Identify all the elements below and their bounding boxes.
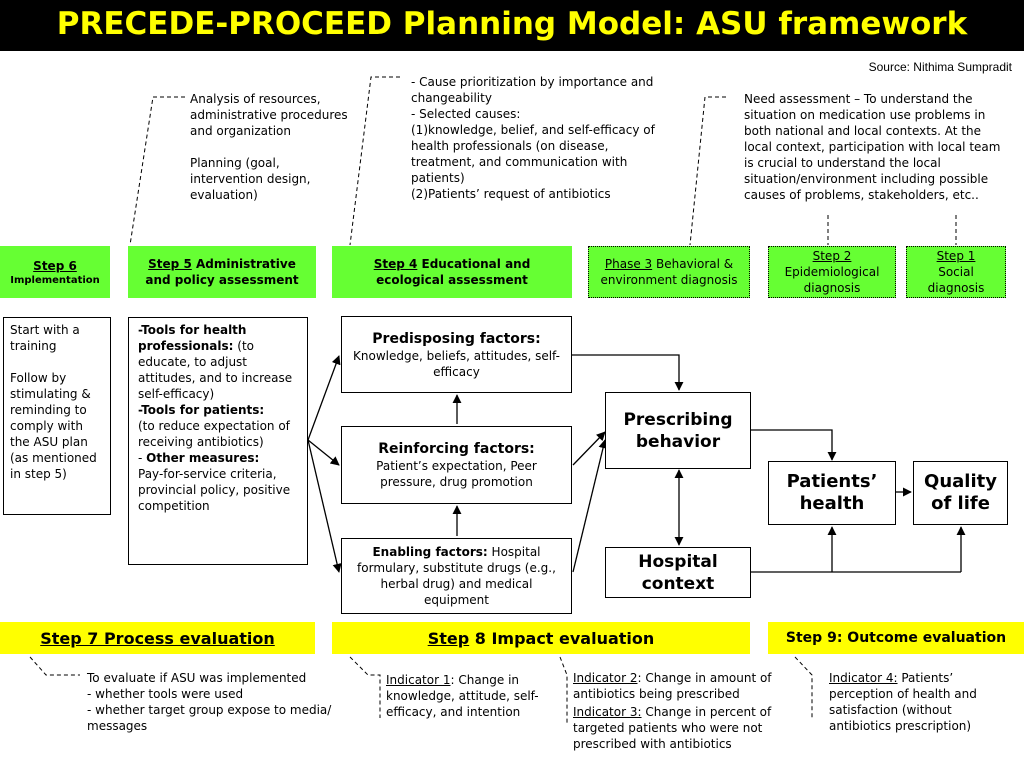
title-bar <box>0 0 1024 51</box>
causes-note-prioritization: - Cause prioritization by importance and… <box>411 75 654 105</box>
admin-note: Analysis of resources, administrative pr… <box>190 91 348 203</box>
tools-om-label: Other measures: <box>146 451 260 465</box>
reinforcing-text: Patient’s expectation, Peer pressure, dr… <box>376 459 537 489</box>
reinforcing-title: Reinforcing factors: <box>378 441 535 457</box>
phase-3-label: Phase 3 <box>604 257 653 271</box>
step-4-box: Step 4 Educational and ecological assess… <box>332 246 572 298</box>
step-4-label: Step 4 <box>373 257 418 271</box>
hospital-context-box: Hospital context <box>605 547 751 598</box>
tools-hp-text: (to educate, to adjust attitudes, and to… <box>138 339 293 401</box>
step-9-bar: Step 9: Outcome evaluation <box>768 622 1024 654</box>
tools-hp-label: -Tools for health professionals: <box>138 323 247 353</box>
patients-health-box: Patients’ health <box>768 461 896 525</box>
step-4-text: Educational and ecological assessment <box>376 257 531 287</box>
step-2-box: Step 2 Epidemiological diagnosis <box>768 246 896 298</box>
indicator-2-3-note: Indicator 2: Change in amount of antibio… <box>573 670 785 752</box>
step-6-text: Implementation <box>10 274 100 286</box>
step-5-box: Step 5 Administrative and policy assessm… <box>128 246 316 298</box>
process-evaluation-note: To evaluate if ASU was implemented - whe… <box>87 671 332 733</box>
step-5-label: Step 5 <box>148 257 192 271</box>
step-6-box: Step 6 Implementation <box>0 246 110 298</box>
step-5-text: Administrative and policy assessment <box>145 257 299 287</box>
enabling-factors-box: Enabling factors: Hospital formulary, su… <box>341 538 572 614</box>
indicator-3-label: Indicator 3: <box>573 705 642 719</box>
tools-om-text: Pay-for-service criteria, provincial pol… <box>138 467 291 513</box>
step-2-text: Epidemiological diagnosis <box>784 265 880 295</box>
implementation-follow-up: Follow by stimulating & reminding to com… <box>10 371 97 481</box>
indicator-4-text: Patients’ perception of health and satis… <box>829 671 977 733</box>
admin-note-analysis: Analysis of resources, administrative pr… <box>190 92 348 138</box>
indicator-1-text: : Change in knowledge, attitude, self-ef… <box>386 673 539 719</box>
page-title: PRECEDE-PROCEED Planning Model: ASU fram… <box>56 6 968 42</box>
quality-of-life-box: Quality of life <box>913 461 1008 525</box>
step-2-label: Step 2 <box>812 249 852 263</box>
indicator-2-label: Indicator 2 <box>573 671 638 685</box>
predisposing-text: Knowledge, beliefs, attitudes, self-effi… <box>353 348 560 379</box>
step-8-label: Step <box>427 628 470 648</box>
indicator-4-label: Indicator 4: <box>829 671 898 685</box>
implementation-panel: Start with a training Follow by stimulat… <box>3 317 111 515</box>
phase-3-box: Phase 3 Behavioral & environment diagnos… <box>588 246 750 298</box>
reinforcing-factors-box: Reinforcing factors: Patient’s expectati… <box>341 426 572 504</box>
step-7-bar: Step 7 Process evaluation <box>0 622 315 654</box>
causes-note-selected: - Selected causes: <box>411 107 521 121</box>
predisposing-factors-box: Predisposing factors: Knowledge, beliefs… <box>341 316 572 393</box>
step-8-bar: Step 8 Impact evaluation <box>332 622 750 654</box>
predisposing-title: Predisposing factors: <box>372 330 541 347</box>
causes-note-item-2: (2)Patients’ request of antibiotics <box>411 187 611 201</box>
step-7-label: Step 7 Process evaluation <box>40 628 275 648</box>
implementation-training: Start with a training <box>10 323 80 353</box>
step-1-label: Step 1 <box>936 249 976 263</box>
step-1-box: Step 1 Social diagnosis <box>906 246 1006 298</box>
tools-pt-label: -Tools for patients: <box>138 403 265 417</box>
tools-pt-text: (to reduce expectation of receiving anti… <box>138 419 290 449</box>
step-6-label: Step 6 <box>33 258 77 273</box>
step-8-text: 8 Impact evaluation <box>469 628 655 648</box>
tools-panel: -Tools for health professionals: (to edu… <box>128 317 308 565</box>
source-credit: Source: Nithima Sumpradit <box>868 60 1012 74</box>
indicator-2-text: : Change in amount of antibiotics being … <box>573 671 772 701</box>
enabling-title: Enabling factors: <box>372 545 488 559</box>
indicator-3-text: Change in percent of targeted patients w… <box>573 705 772 751</box>
causes-note: - Cause prioritization by importance and… <box>411 74 673 202</box>
enabling-text: Hospital formulary, substitute drugs (e.… <box>357 545 556 607</box>
step-9-label: Step 9: Outcome evaluation <box>785 630 1007 646</box>
tools-om-prefix: - <box>138 451 147 465</box>
admin-note-planning: Planning (goal, intervention design, eva… <box>190 156 311 202</box>
indicator-4-note: Indicator 4: Patients’ perception of hea… <box>829 670 1009 734</box>
prescribing-behavior-box: Prescribing behavior <box>605 392 751 469</box>
step-1-text: Social diagnosis <box>927 265 985 295</box>
indicator-1-note: Indicator 1: Change in knowledge, attitu… <box>386 672 546 720</box>
phase-3-text: Behavioral & environment diagnosis <box>600 257 738 287</box>
need-assessment-note: Need assessment – To understand the situ… <box>744 92 1001 202</box>
indicator-1-label: Indicator 1 <box>386 673 451 687</box>
causes-note-item-1: (1)knowledge, belief, and self-efficacy … <box>411 123 655 185</box>
